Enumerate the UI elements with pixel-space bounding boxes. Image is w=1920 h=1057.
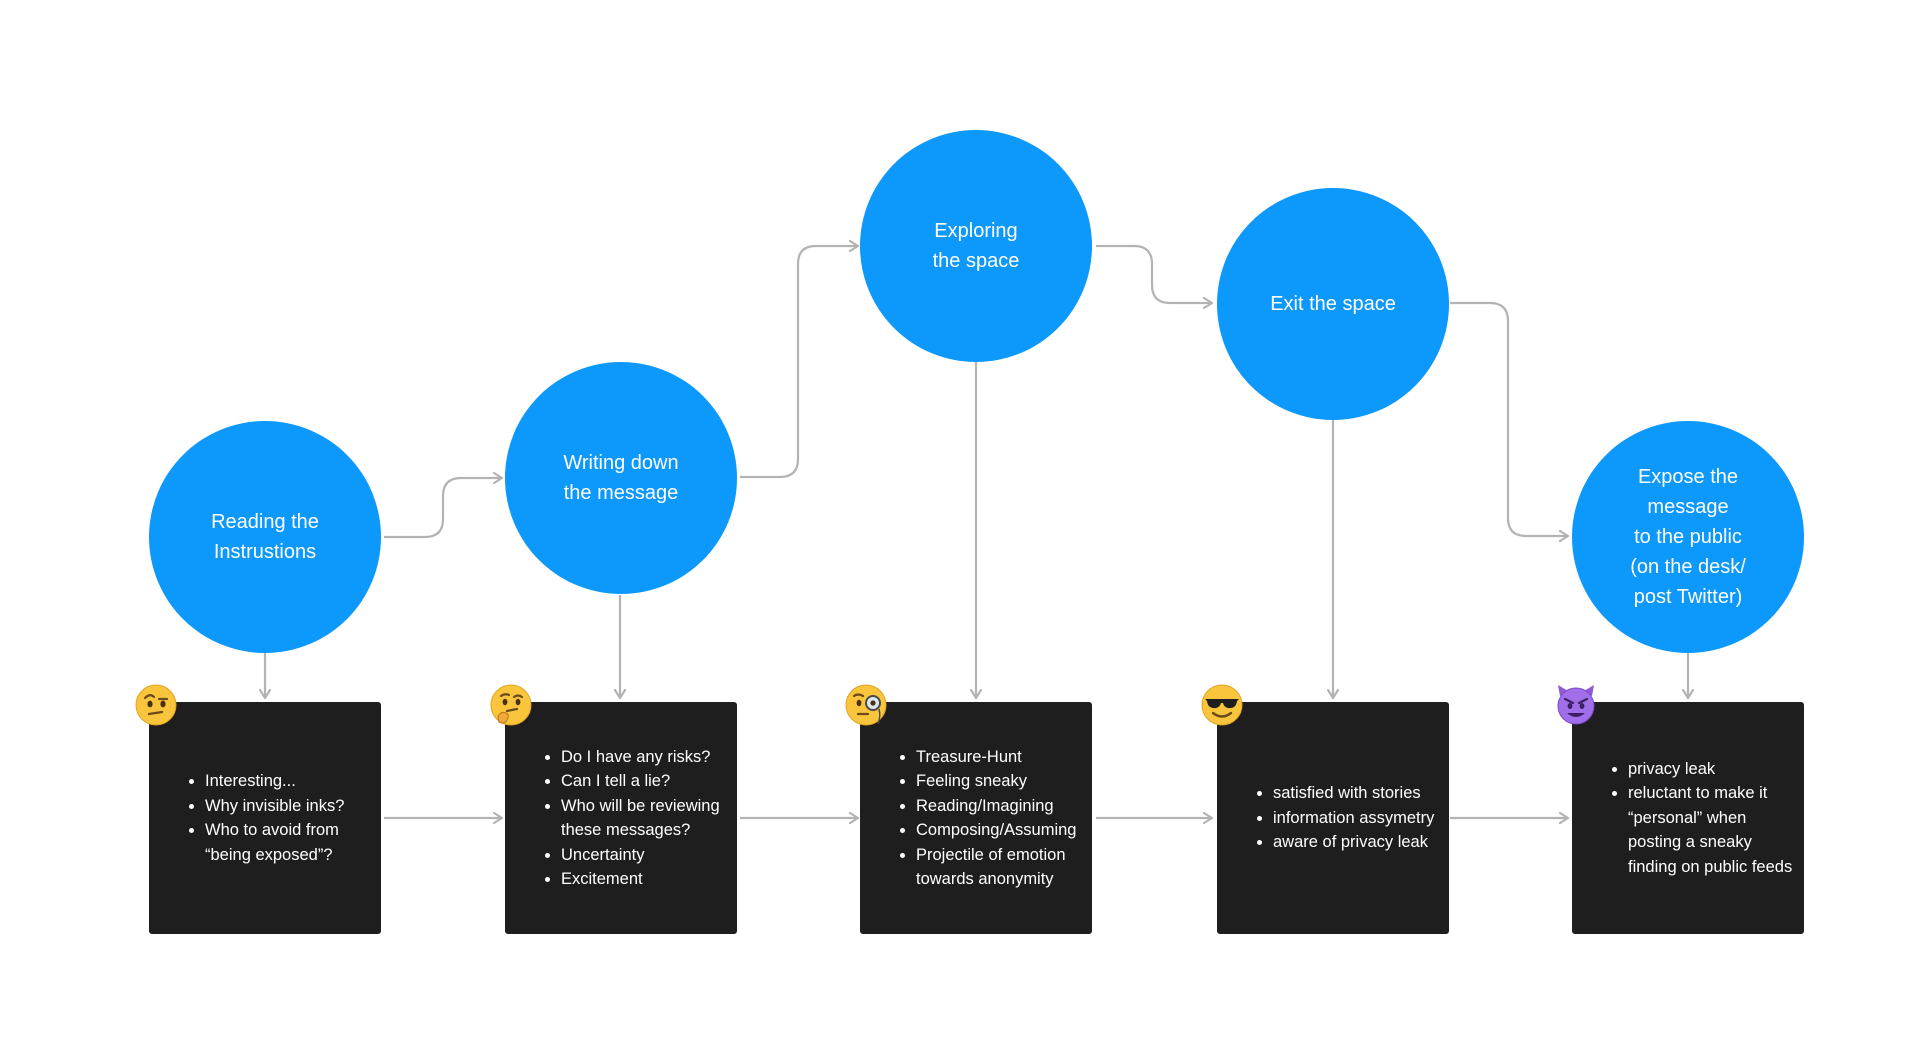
note-item: Feeling sneaky	[900, 769, 1077, 794]
notes-card-reading-instructions: Interesting... Why invisible inks? Who t…	[149, 702, 381, 934]
note-item: Do I have any risks?	[545, 745, 720, 770]
connector-stage2-to-stage3	[740, 246, 858, 479]
notes-list: privacy leak reluctant to make it “perso…	[1572, 757, 1792, 880]
note-item: Excitement	[545, 867, 720, 892]
note-item: reluctant to make it “personal” when pos…	[1612, 781, 1792, 879]
note-item: Treasure-Hunt	[900, 745, 1077, 770]
thinking-face-emoji	[490, 684, 532, 726]
note-item: Who will be reviewing these messages?	[545, 794, 720, 843]
stage-title: Writing down the message	[563, 452, 679, 504]
stage-title: Reading the Instrustions	[211, 511, 319, 563]
smiling-face-with-horns-emoji	[1557, 685, 1595, 725]
note-item: Reading/Imagining	[900, 794, 1077, 819]
note-item: privacy leak	[1612, 757, 1792, 782]
stage-node-exploring-space: Exploring the space	[860, 130, 1092, 362]
connector-stage3-to-stage4	[1096, 244, 1212, 303]
notes-card-exploring-space: Treasure-Hunt Feeling sneaky Reading/Ima…	[860, 702, 1092, 934]
notes-card-writing-message: Do I have any risks? Can I tell a lie? W…	[505, 702, 737, 934]
stage-node-reading-instructions: Reading the Instrustions	[149, 421, 381, 653]
stage-title: Exploring the space	[932, 220, 1020, 272]
connector-stage4-to-stage5	[1450, 301, 1568, 536]
face-with-monocle-emoji	[845, 684, 887, 726]
stage-node-expose-message: Expose the message to the public (on the…	[1572, 421, 1804, 653]
note-item: Composing/Assuming	[900, 818, 1077, 843]
stage-title: Exit the space	[1270, 293, 1396, 315]
smiling-face-with-sunglasses-emoji	[1201, 684, 1243, 726]
notes-card-exit-space: satisfied with stories information assym…	[1217, 702, 1449, 934]
connector-stage1-to-stage2	[384, 478, 502, 539]
note-item: Can I tell a lie?	[545, 769, 720, 794]
note-item: Why invisible inks?	[189, 794, 344, 819]
note-item: Projectile of emotion towards anonymity	[900, 843, 1077, 892]
note-item: Uncertainty	[545, 843, 720, 868]
notes-card-expose-message: privacy leak reluctant to make it “perso…	[1572, 702, 1804, 934]
note-item: satisfied with stories	[1257, 781, 1434, 806]
stage-node-exit-space: Exit the space	[1217, 188, 1449, 420]
note-item: Interesting...	[189, 769, 344, 794]
face-with-raised-eyebrow-emoji	[135, 684, 177, 726]
notes-list: Treasure-Hunt Feeling sneaky Reading/Ima…	[860, 745, 1077, 892]
stage-node-writing-message: Writing down the message	[505, 362, 737, 594]
notes-list: Interesting... Why invisible inks? Who t…	[149, 769, 344, 867]
notes-list: satisfied with stories information assym…	[1217, 781, 1434, 855]
note-item: Who to avoid from “being exposed”?	[189, 818, 344, 867]
note-item: information assymetry	[1257, 806, 1434, 831]
stage-title: Expose the message to the public (on the…	[1630, 466, 1746, 608]
notes-list: Do I have any risks? Can I tell a lie? W…	[505, 745, 720, 892]
note-item: aware of privacy leak	[1257, 830, 1434, 855]
